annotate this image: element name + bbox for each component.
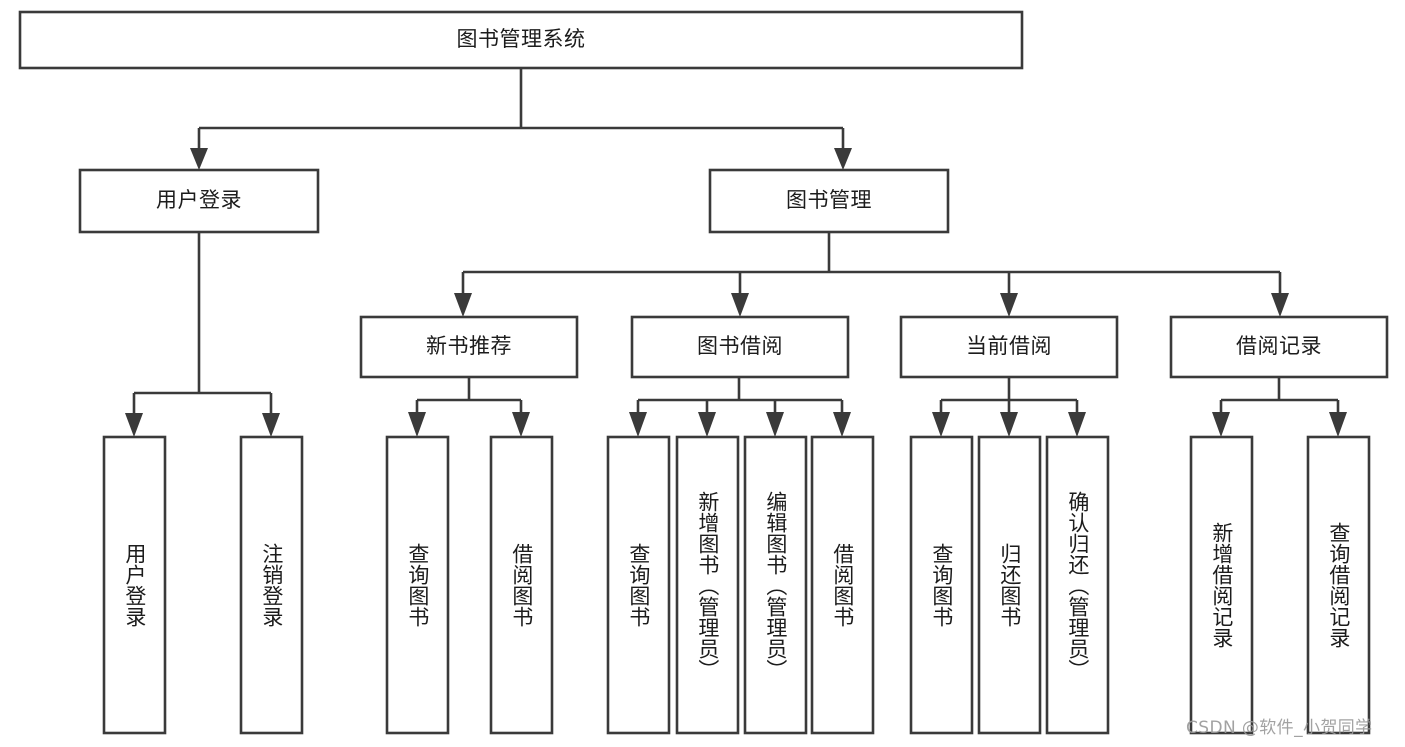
node-box-leaf[interactable] [606, 435, 671, 735]
arrow-head-icon [512, 412, 530, 437]
arrow-head-icon [190, 148, 208, 170]
arrow-head-icon [1329, 412, 1347, 437]
node-box-leaf[interactable] [675, 435, 740, 735]
arrow-head-icon [1000, 412, 1018, 437]
connector-bookborrow-to-leaves [629, 377, 851, 437]
arrow-head-icon [262, 413, 280, 437]
node-box-leaf[interactable] [810, 435, 875, 735]
node-box-leaf[interactable] [385, 435, 450, 735]
arrow-head-icon [1212, 412, 1230, 437]
arrow-head-icon [766, 412, 784, 437]
node-box-current-borrow[interactable] [899, 315, 1119, 379]
arrow-head-icon [833, 412, 851, 437]
watermark-text: CSDN @软件_小贺同学 [1186, 718, 1373, 738]
node-box-leaf[interactable] [1045, 435, 1110, 735]
arrow-head-icon [408, 412, 426, 437]
arrow-head-icon [698, 412, 716, 437]
node-box-root[interactable] [18, 10, 1024, 70]
connector-currentborrow-to-leaves [932, 377, 1086, 437]
arrow-head-icon [932, 412, 950, 437]
node-box-borrow-record[interactable] [1169, 315, 1389, 379]
node-box-leaf[interactable] [743, 435, 808, 735]
node-box-book-borrow[interactable] [630, 315, 850, 379]
connector-bookmanage-to-level2 [454, 232, 1289, 317]
arrow-head-icon [834, 148, 852, 170]
node-box-user-login[interactable] [78, 168, 320, 234]
connector-newbook-to-leaves [408, 377, 530, 437]
node-box-leaf[interactable] [102, 435, 167, 735]
node-box-leaf[interactable] [239, 435, 304, 735]
arrow-head-icon [125, 413, 143, 437]
arrow-head-icon [454, 293, 472, 317]
arrow-head-icon [1000, 293, 1018, 317]
arrow-head-icon [1068, 412, 1086, 437]
connector-borrowrecord-to-leaves [1212, 377, 1347, 437]
arrow-head-icon [1271, 293, 1289, 317]
node-box-leaf[interactable] [1306, 435, 1371, 735]
node-box-leaf[interactable] [489, 435, 554, 735]
node-box-leaf[interactable] [909, 435, 974, 735]
arrow-head-icon [731, 293, 749, 317]
node-box-new-book-recommend[interactable] [359, 315, 579, 379]
connector-userlogin-to-leaves [125, 232, 280, 437]
arrow-head-icon [629, 412, 647, 437]
connector-root-to-level1 [190, 68, 852, 170]
node-box-leaf[interactable] [977, 435, 1042, 735]
node-box-leaf[interactable] [1189, 435, 1254, 735]
node-box-book-manage[interactable] [708, 168, 950, 234]
